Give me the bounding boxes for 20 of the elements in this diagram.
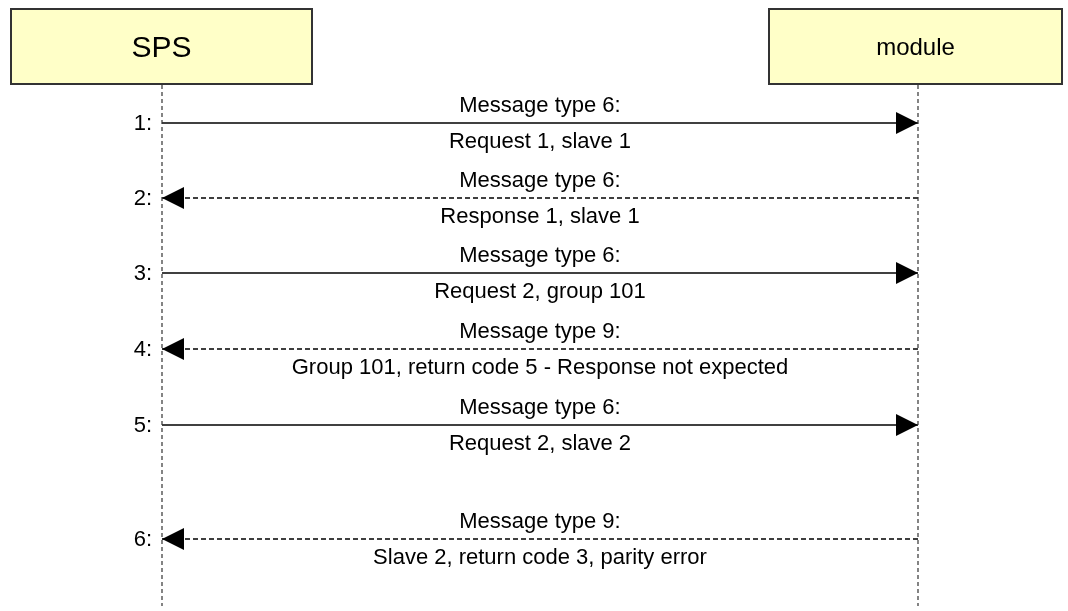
message-label: Message type 9: Group 101, return code 5 - Response not expected: [290, 317, 790, 381]
message-arrow: [161, 187, 919, 209]
step-number: 5:: [132, 412, 152, 438]
message-arrow: [161, 262, 919, 284]
message-label: Message type 9: Slave 2, return code 3, parity error: [372, 507, 708, 571]
message-arrow: [161, 112, 919, 134]
message-arrow: [161, 338, 919, 360]
message-arrow: [161, 414, 919, 436]
message-label: Message type 6: Request 2, group 101: [433, 241, 647, 305]
message-label: Message type 6: Request 2, slave 2: [447, 393, 633, 457]
message-label: Message type 6: Request 1, slave 1: [447, 91, 633, 155]
participant-box: SPS: [10, 8, 313, 85]
message-label: Message type 6: Response 1, slave 1: [439, 166, 641, 230]
message-arrow: [161, 528, 919, 550]
step-number: 6:: [132, 526, 152, 552]
step-number: 2:: [132, 185, 152, 211]
step-number: 1:: [132, 110, 152, 136]
participant-box: module: [768, 8, 1063, 85]
step-number: 4:: [132, 336, 152, 362]
step-number: 3:: [132, 260, 152, 286]
